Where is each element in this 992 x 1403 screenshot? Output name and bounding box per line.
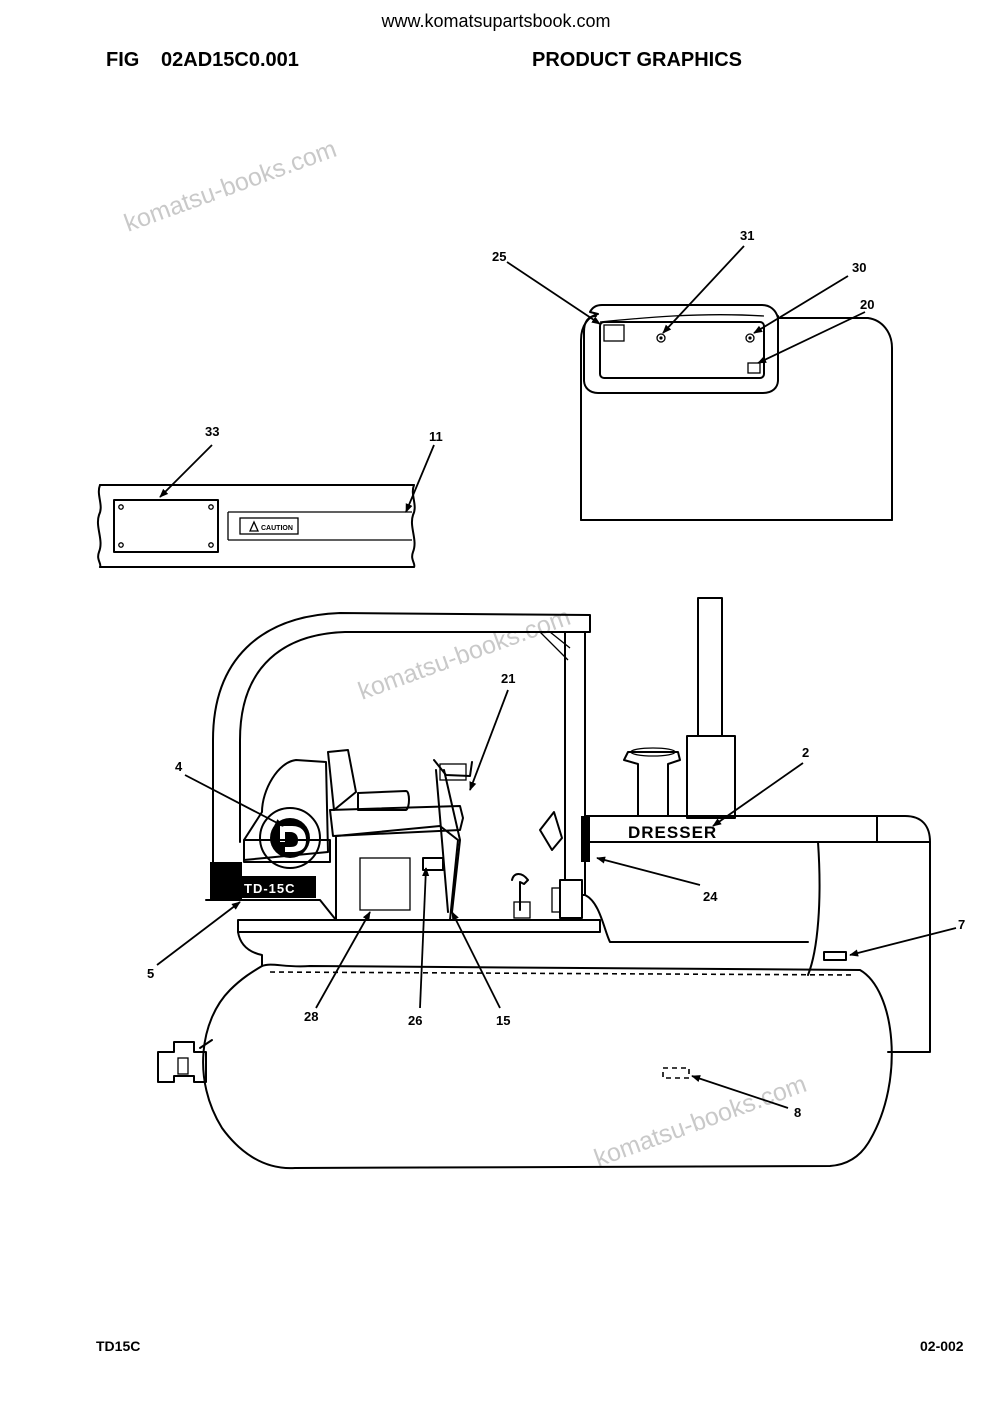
brand-decal: DRESSER — [628, 823, 717, 842]
callouts: 33 11 25 31 30 20 21 4 2 24 7 5 28 26 15… — [147, 228, 965, 1120]
page-title: PRODUCT GRAPHICS — [532, 49, 743, 71]
callout-26: 26 — [408, 1013, 422, 1028]
callout-24: 24 — [703, 889, 718, 904]
watermark: komatsu-books.com — [354, 603, 574, 706]
callout-5: 5 — [147, 966, 154, 981]
callout-2: 2 — [802, 745, 809, 760]
callout-7: 7 — [958, 917, 965, 932]
watermark: komatsu-books.com — [590, 1070, 810, 1173]
callout-4: 4 — [175, 759, 183, 774]
callout-33: 33 — [205, 424, 219, 439]
footer-model: TD15C — [96, 1338, 141, 1354]
callout-25: 25 — [492, 249, 506, 264]
model-decal: TD-15C — [244, 881, 296, 896]
callout-15: 15 — [496, 1013, 510, 1028]
callout-21: 21 — [501, 671, 515, 686]
svg-text:CAUTION: CAUTION — [261, 525, 293, 532]
callout-8: 8 — [794, 1105, 801, 1120]
detail-side-panel: CAUTION — [97, 484, 416, 568]
warning-triangle-icon — [248, 520, 260, 532]
watermark: komatsu-books.com — [120, 135, 340, 238]
site-url[interactable]: www.komatsupartsbook.com — [381, 11, 611, 31]
fig-label: FIG — [106, 49, 140, 71]
leader-lines — [156, 245, 957, 1109]
callout-31: 31 — [740, 228, 754, 243]
dresser-d-logo-icon — [270, 818, 310, 858]
footer-page-number: 02-002 — [920, 1338, 964, 1354]
callout-11: 11 — [429, 429, 443, 444]
callout-20: 20 — [860, 297, 874, 312]
detail-rear-panel — [580, 304, 893, 521]
callout-30: 30 — [852, 260, 866, 275]
callout-28: 28 — [304, 1009, 318, 1024]
caution-decal: CAUTION — [239, 517, 299, 535]
crawler-dozer: DRESSER TD-15C — [157, 597, 931, 1170]
fig-number: 02AD15C0.001 — [161, 49, 299, 71]
